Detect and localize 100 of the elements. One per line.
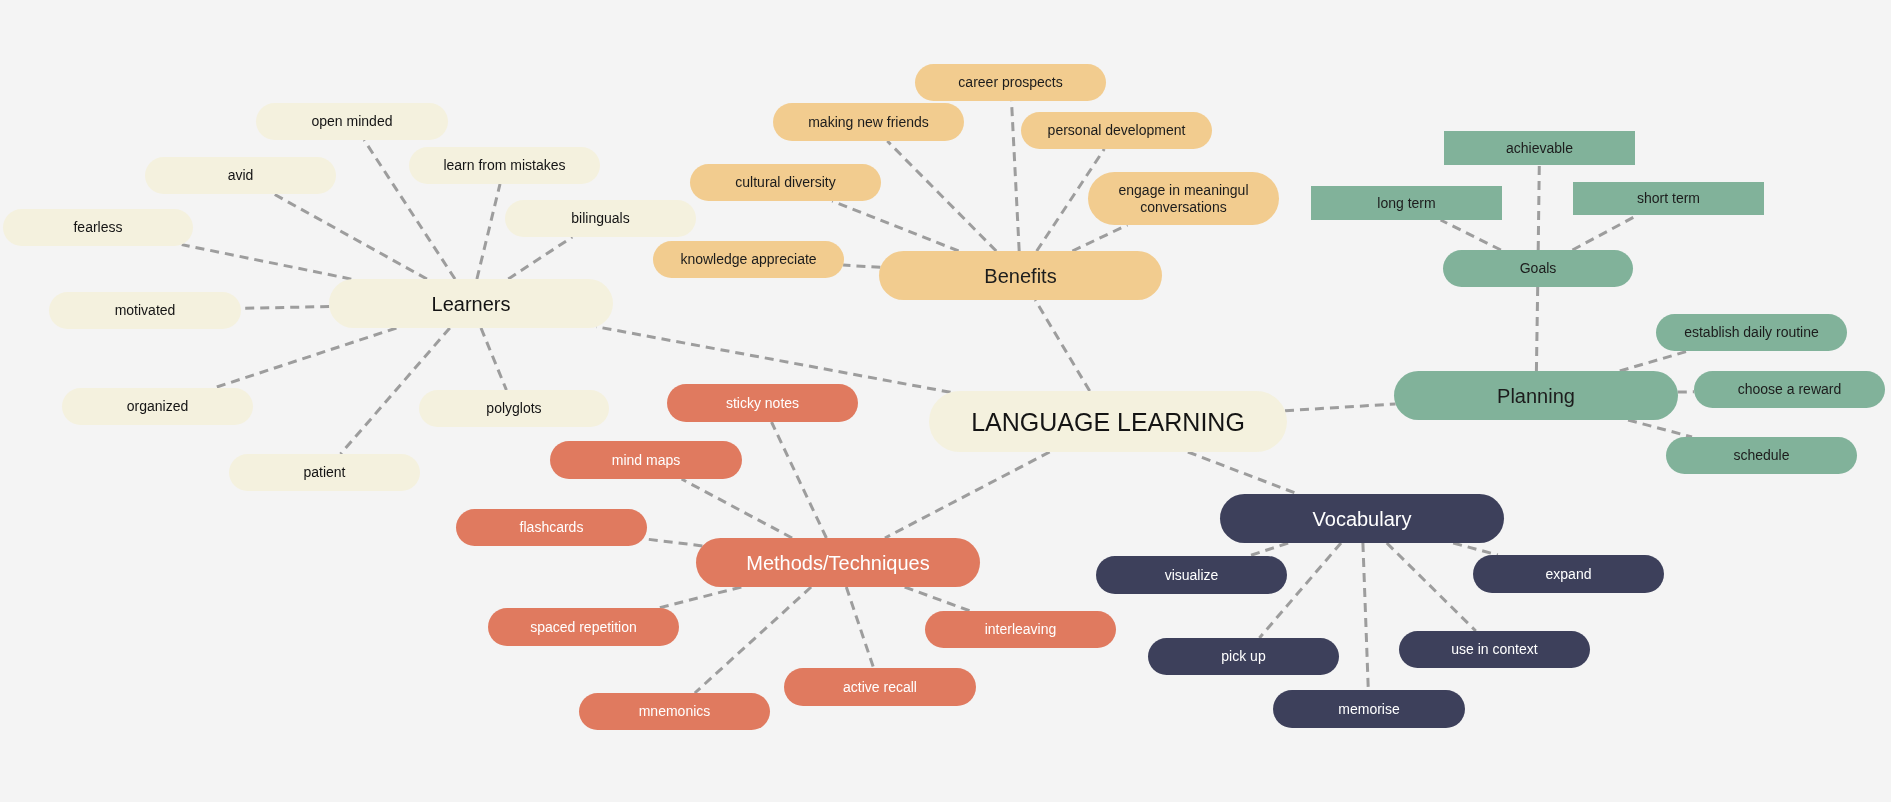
topic-label: learn from mistakes (443, 157, 566, 174)
subtopic-pill (1443, 250, 1633, 287)
topic-label: mind maps (611, 451, 681, 469)
topic-label: Goals (1519, 260, 1557, 277)
subtopic-pill (256, 103, 448, 140)
connector-line (844, 586, 876, 669)
subtopic-box (1573, 182, 1764, 215)
subtopic-pill (1148, 638, 1339, 675)
topic-label: Methods/Techniques (746, 550, 930, 575)
connector-line (843, 263, 881, 269)
topic-label: Planning (1497, 383, 1575, 408)
connector-line (362, 139, 457, 280)
subtopic-pill (1096, 556, 1287, 594)
topic-label: cultural diversity (735, 174, 836, 191)
subtopic-pill (1273, 690, 1465, 728)
subtopic-box (1311, 186, 1502, 220)
topic-label: LANGUAGE LEARNING (971, 406, 1245, 437)
connector-line (1677, 390, 1695, 394)
topic-label: spaced repetition (530, 618, 637, 636)
topic-label: visualize (1164, 566, 1219, 584)
connector-line (904, 585, 971, 613)
connector-line (831, 199, 960, 253)
topic-label: personal development (1047, 122, 1186, 139)
topic-label: open minded (311, 113, 393, 130)
subtopic-box (1444, 131, 1635, 165)
subtopic-pill (784, 668, 976, 706)
subtopic-pill (3, 209, 193, 246)
connector-line (507, 235, 574, 281)
topic-label: making new friends (808, 113, 929, 131)
topic-label: schedule (1733, 447, 1790, 464)
branch-topic-pill (1220, 494, 1504, 543)
subtopic-pill (1694, 371, 1885, 408)
topic-label: motivated (114, 302, 176, 319)
subtopic-pill (1473, 555, 1664, 593)
topic-label: Learners (431, 291, 511, 316)
topic-label: achievable (1506, 139, 1573, 157)
topic-label: use in context (1451, 641, 1538, 658)
connector-line (273, 192, 428, 281)
topic-label: expand (1545, 565, 1592, 583)
topic-label: organized (126, 398, 189, 415)
topic-label: choose a reward (1737, 381, 1842, 398)
subtopic-pill (62, 388, 253, 425)
topic-label: sticky notes (725, 394, 800, 412)
subtopic-pill (456, 509, 647, 546)
topic-label: engage in meaningul conversations (1117, 181, 1250, 216)
topic-label: fearless (73, 219, 123, 236)
topic-label: memorise (1338, 700, 1400, 718)
topic-label: establish daily routine (1684, 324, 1819, 341)
connector-line (658, 585, 742, 610)
connector-line (1248, 541, 1289, 558)
connector-line (1452, 541, 1499, 557)
connector-line (475, 183, 502, 280)
topic-label: mnemonics (638, 703, 711, 720)
connector-line (1439, 218, 1502, 252)
connector-line (1033, 299, 1091, 392)
connector-line (1258, 542, 1343, 639)
topic-label: Vocabulary (1312, 506, 1412, 531)
subtopic-pill (1399, 631, 1590, 668)
connector-line (1284, 402, 1396, 413)
subtopic-pill (1666, 437, 1857, 474)
connector-line (886, 139, 998, 253)
topic-label: avid (227, 167, 254, 184)
connector-line (770, 421, 828, 539)
topic-label: bilinguals (571, 210, 630, 227)
connector-line (1619, 349, 1689, 373)
subtopic-pill (925, 611, 1116, 648)
connector-line (1534, 286, 1540, 372)
topic-label: interleaving (984, 621, 1057, 638)
connector-line (1627, 418, 1693, 439)
topic-label: active recall (843, 678, 917, 696)
topic-label: polyglots (486, 400, 542, 417)
subtopic-pill (419, 390, 609, 427)
subtopic-pill (550, 441, 742, 479)
subtopic-pill (915, 64, 1106, 101)
topic-label: flashcards (519, 519, 584, 536)
connector-line (1385, 541, 1477, 633)
connector-line (680, 477, 793, 540)
topic-label: pick up (1221, 648, 1266, 665)
connector-line (181, 243, 352, 281)
subtopic-pill (1021, 112, 1212, 149)
subtopic-pill (505, 200, 696, 237)
connector-line (1071, 223, 1129, 253)
subtopic-pill (488, 608, 679, 646)
topic-label: long term (1377, 194, 1436, 212)
subtopic-pill (1088, 172, 1279, 225)
subtopic-pill (1656, 314, 1847, 351)
branch-topic-pill (879, 251, 1162, 300)
topic-label: short term (1637, 190, 1700, 207)
branch-topic-pill (696, 538, 980, 587)
connector-line (1035, 148, 1106, 252)
branch-topic-pill (1394, 371, 1678, 420)
topic-label: patient (303, 464, 346, 481)
subtopic-pill (653, 241, 844, 278)
connector-line (339, 327, 451, 455)
subtopic-pill (229, 454, 420, 491)
connector-line (693, 585, 813, 695)
subtopic-pill (409, 147, 600, 184)
topic-label: Benefits (984, 263, 1057, 288)
subtopic-pill (579, 693, 770, 730)
connector-line (884, 450, 1051, 540)
